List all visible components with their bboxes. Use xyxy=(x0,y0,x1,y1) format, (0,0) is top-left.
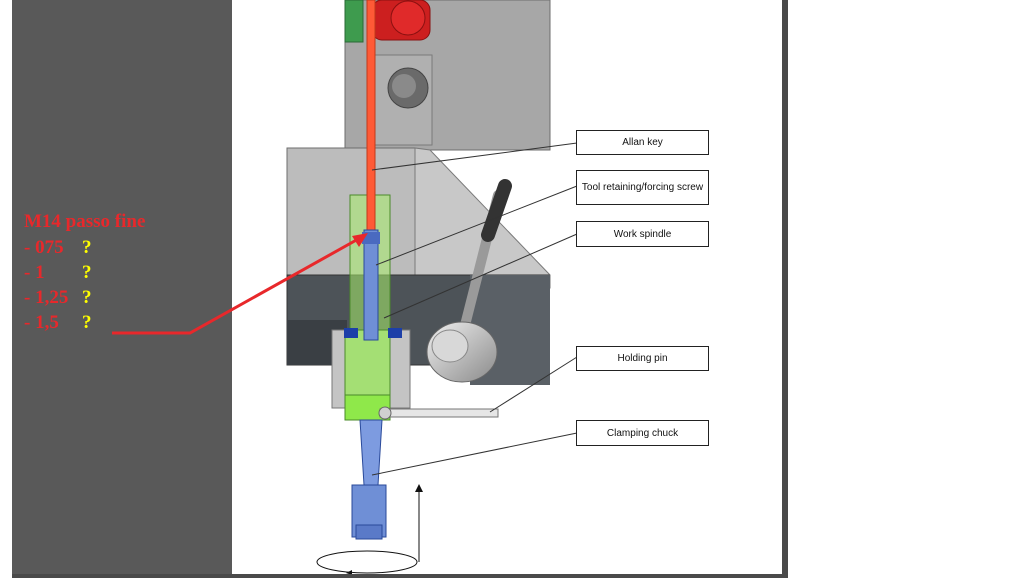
note-row-value: - 1,25 xyxy=(24,287,69,308)
chuck-tip xyxy=(355,524,383,540)
blue-ring-left xyxy=(344,328,358,338)
rotation-arrow-head xyxy=(346,570,352,575)
lever-hub-face xyxy=(431,329,469,363)
note-row-value: - 075 xyxy=(24,237,64,258)
right-frame xyxy=(782,0,788,578)
green-knob xyxy=(344,0,364,43)
rotation-ellipse xyxy=(316,550,418,574)
question-mark: ? xyxy=(82,312,92,333)
question-mark: ? xyxy=(82,262,92,283)
note-row-value: - 1 xyxy=(24,262,45,283)
chuck-shank xyxy=(359,419,383,486)
feed-arrow-head xyxy=(415,484,423,492)
lever-handle xyxy=(481,179,512,242)
callout-tool-retaining-screw: Tool retaining/forcing screw xyxy=(576,170,709,205)
note-title: M14 passo fine xyxy=(24,211,146,232)
note-row: - 1 ? xyxy=(24,262,92,284)
question-mark: ? xyxy=(82,237,92,258)
note-row: - 075 ? xyxy=(24,237,92,259)
callout-holding-pin: Holding pin xyxy=(576,346,709,371)
callout-allan-key: Allan key xyxy=(576,130,709,155)
note-row: - 1,5 ? xyxy=(24,312,92,334)
left-margin xyxy=(0,0,12,578)
dark-side-panel xyxy=(12,0,232,576)
knob-lower-cap xyxy=(392,74,416,98)
callout-work-spindle-label: Work spindle xyxy=(613,228,672,240)
callout-holding-pin-label: Holding pin xyxy=(617,353,668,364)
note-row-value: - 1,5 xyxy=(24,312,59,333)
annotation-arrow-head xyxy=(352,233,368,247)
callout-work-spindle: Work spindle xyxy=(576,221,709,247)
callout-tool-screw-label: Tool retaining/forcing screw xyxy=(581,182,704,193)
callout-clamping-chuck-label: Clamping chuck xyxy=(606,427,679,439)
leader-holding-pin xyxy=(489,356,578,413)
leader-allan-key xyxy=(371,142,578,171)
leader-forcing-screw xyxy=(375,185,578,266)
blue-ring-right xyxy=(388,328,402,338)
red-handwheel-hub xyxy=(390,0,426,36)
note-row: - 1,25 ? xyxy=(24,287,92,309)
leader-clamping-chuck xyxy=(371,432,578,476)
leader-work-spindle xyxy=(383,233,578,319)
holding-pin-knob xyxy=(378,406,392,420)
callout-allan-key-label: Allan key xyxy=(622,137,663,148)
forcing-screw xyxy=(363,229,379,341)
allan-key-rod xyxy=(366,0,376,233)
annotation-arrow-line xyxy=(112,236,361,335)
callout-clamping-chuck: Clamping chuck xyxy=(576,420,709,446)
holding-pin-bar xyxy=(379,408,499,418)
bottom-frame xyxy=(12,574,788,578)
question-mark: ? xyxy=(82,287,92,308)
